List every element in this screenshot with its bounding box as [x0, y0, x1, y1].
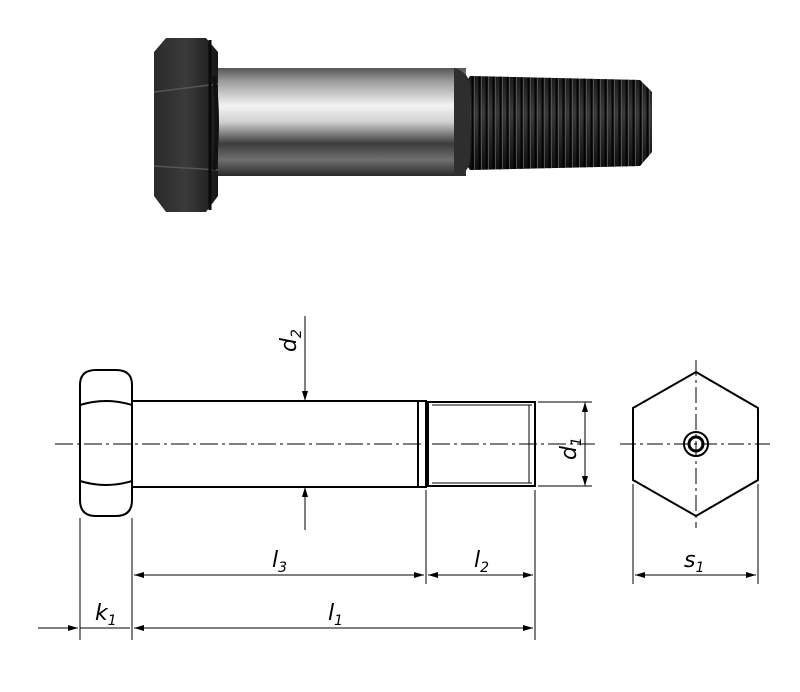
hex-end-view: [620, 360, 770, 528]
photo-shaft: [214, 68, 470, 176]
svg-text:d2: d2: [277, 329, 305, 352]
label-d2: d2: [277, 329, 305, 352]
label-s1: s1: [684, 548, 704, 576]
extension-lines: [79, 484, 759, 640]
label-l1: l1: [328, 601, 343, 629]
photo-hex-head: [153, 38, 219, 212]
label-l2: l2: [474, 548, 489, 576]
hex-head-side-view: [79, 369, 133, 517]
label-d1: d1: [557, 437, 585, 460]
dimension-d1: [538, 401, 592, 487]
technical-drawing: [38, 316, 770, 640]
photo-thread: [462, 76, 652, 170]
svg-text:d1: d1: [557, 437, 585, 460]
label-k1: k1: [95, 601, 117, 629]
label-l3: l3: [272, 548, 287, 576]
bolt-photo: [153, 38, 652, 212]
